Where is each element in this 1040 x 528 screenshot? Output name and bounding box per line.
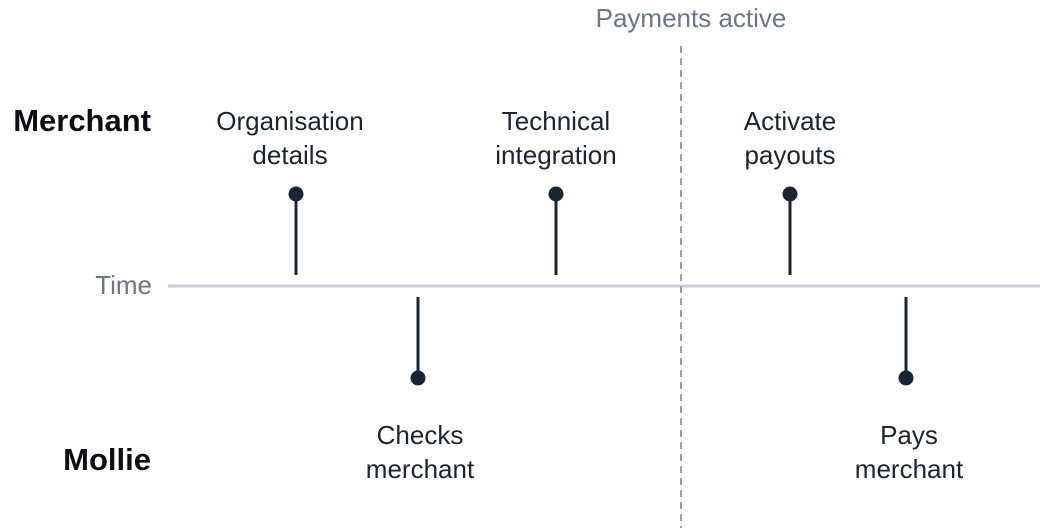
event-label-checks-merchant: Checks merchant <box>365 420 475 484</box>
event-marker-dot <box>288 186 304 202</box>
milestone-label-payments-active: Payments active <box>595 3 787 33</box>
lane-label-merchant: Merchant <box>13 103 151 138</box>
event-label-activate-payouts: Activate payouts <box>743 106 837 170</box>
event-label-technical-integration: Technical integration <box>495 106 617 170</box>
lane-label-mollie: Mollie <box>63 442 151 477</box>
event-marker-dot <box>410 370 426 386</box>
event-marker-dot <box>548 186 564 202</box>
event-label-organisation-details: Organisation details <box>216 106 364 170</box>
event-marker-dot <box>898 370 914 386</box>
event-marker-dot <box>782 186 798 202</box>
event-label-pays-merchant: Pays merchant <box>854 420 964 484</box>
time-axis-label: Time <box>95 270 152 300</box>
event-stems <box>288 186 914 386</box>
